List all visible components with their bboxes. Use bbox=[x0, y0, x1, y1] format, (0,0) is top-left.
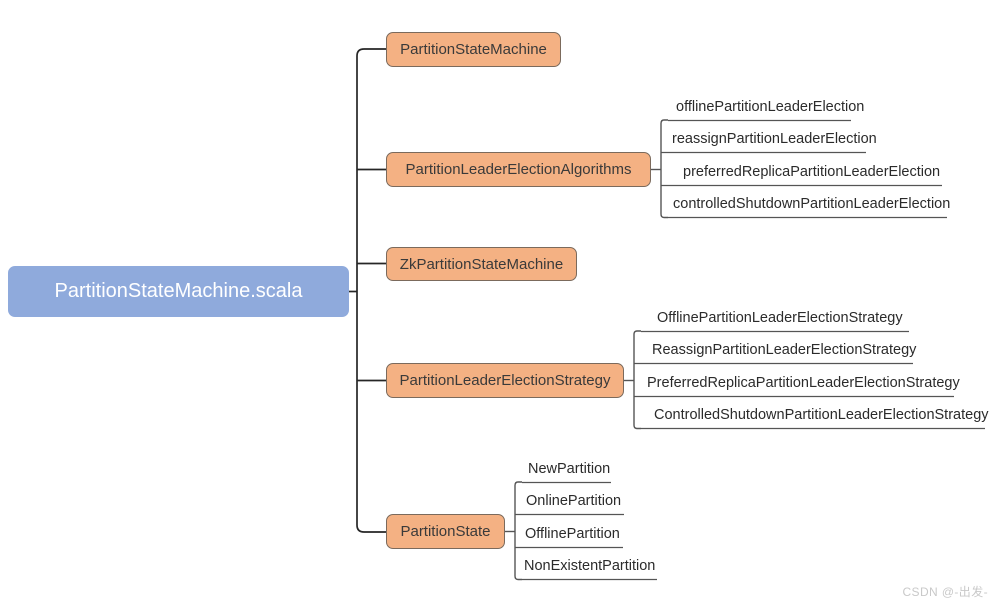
leaf-new-partition[interactable]: NewPartition bbox=[528, 461, 611, 477]
leaf-reassign-partition-leader-election-strategy[interactable]: ReassignPartitionLeaderElectionStrategy bbox=[652, 342, 917, 358]
leaf-controlled-shutdown-partition-leader-election-strategy[interactable]: ControlledShutdownPartitionLeaderElectio… bbox=[654, 407, 989, 423]
branch-node-partition-leader-election-strategy[interactable]: PartitionLeaderElectionStrategy bbox=[386, 363, 624, 398]
branch-node-label: PartitionState bbox=[400, 523, 491, 540]
leaf-online-partition[interactable]: OnlinePartition bbox=[526, 493, 622, 509]
branch-node-label: ZkPartitionStateMachine bbox=[399, 255, 564, 273]
leaf-offline-partition-leader-election-strategy[interactable]: OfflinePartitionLeaderElectionStrategy bbox=[657, 310, 903, 326]
leaf-reassign-partition-leader-election[interactable]: reassignPartitionLeaderElection bbox=[672, 131, 877, 147]
branch-node-partition-leader-election-algorithms[interactable]: PartitionLeaderElectionAlgorithms bbox=[386, 152, 651, 187]
watermark-label: CSDN @-出发- bbox=[902, 585, 988, 599]
branch-node-zk-partition-state-machine[interactable]: ZkPartitionStateMachine bbox=[386, 247, 577, 281]
leaf-controlled-shutdown-partition-leader-election[interactable]: controlledShutdownPartitionLeaderElectio… bbox=[673, 196, 951, 212]
edge-branch3-trunk bbox=[633, 330, 641, 430]
branch-node-label: PartitionLeaderElectionAlgorithms bbox=[405, 161, 632, 178]
branch-node-partition-state-machine[interactable]: PartitionStateMachine bbox=[386, 32, 561, 67]
leaf-non-existent-partition[interactable]: NonExistentPartition bbox=[524, 558, 656, 574]
leaf-preferred-replica-partition-leader-election-strategy[interactable]: PreferredReplicaPartitionLeaderElectionS… bbox=[647, 375, 960, 391]
root-node-label: PartitionStateMachine.scala bbox=[54, 280, 303, 302]
branch-node-label: PartitionStateMachine bbox=[400, 41, 547, 58]
edge-branch4-trunk bbox=[514, 481, 522, 581]
branch-node-label: PartitionLeaderElectionStrategy bbox=[399, 372, 611, 389]
leaf-preferred-replica-partition-leader-election[interactable]: preferredReplicaPartitionLeaderElection bbox=[683, 164, 941, 180]
leaf-offline-partition-leader-election[interactable]: offlinePartitionLeaderElection bbox=[676, 99, 865, 115]
edge-branch1-trunk bbox=[660, 119, 668, 219]
leaf-offline-partition[interactable]: OfflinePartition bbox=[525, 526, 620, 542]
edge-main-trunk bbox=[356, 48, 386, 533]
root-node[interactable]: PartitionStateMachine.scala bbox=[8, 266, 349, 317]
branch-node-partition-state[interactable]: PartitionState bbox=[386, 514, 505, 549]
